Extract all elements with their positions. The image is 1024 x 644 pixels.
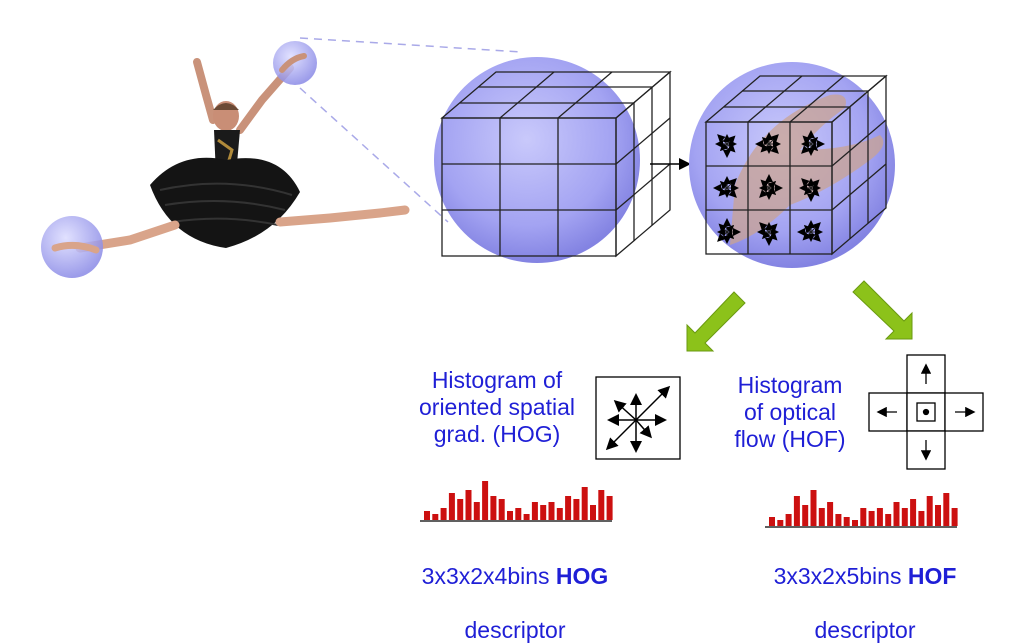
hog-descriptor-bold: HOG [555, 563, 609, 589]
hof-histogram-bar [785, 514, 792, 526]
gradient-star-ray [768, 143, 779, 154]
hof-flow-icon [868, 354, 984, 470]
hog-histogram-bar [498, 499, 505, 520]
gradient-star-ray [803, 186, 813, 196]
diagram-canvas [41, 37, 984, 528]
hof-histogram [769, 490, 958, 526]
hog-descriptor-line2: descriptor [464, 617, 566, 643]
gradient-star-ray [719, 180, 729, 190]
hof-histogram-bar [769, 517, 775, 526]
hog-histogram-bar [540, 505, 547, 520]
hog-histogram-bar [598, 490, 605, 520]
hof-histogram-bar [802, 505, 809, 526]
hof-histogram-bar [843, 517, 850, 526]
gradient-cube [689, 62, 895, 268]
hog-histogram-bar [465, 490, 472, 520]
hof-histogram-bar [852, 520, 858, 526]
space-time-cube [434, 57, 672, 263]
gradient-star-ray [759, 187, 770, 198]
hog-histogram-bar [448, 493, 455, 520]
hof-histogram-bar [926, 496, 933, 526]
gradient-star-ray [717, 134, 728, 145]
gradient-star-ray [725, 224, 735, 234]
hof-descriptor-prefix: 3x3x2x5bins [773, 563, 908, 589]
gradient-star-ray [801, 178, 812, 189]
hog-histogram-bar [606, 496, 613, 520]
hog-histogram-bar [556, 508, 563, 520]
gradient-star-ray [717, 231, 728, 242]
gradient-star-ray [759, 222, 770, 233]
hog-histogram-bar [531, 502, 538, 520]
gradient-star-ray [810, 222, 821, 233]
hog-histogram-bar [432, 514, 439, 520]
gradient-star-ray [726, 187, 737, 198]
hof-histogram-bar [918, 511, 925, 526]
hog-gradient-icon [595, 376, 681, 460]
hof-histogram-bar [943, 493, 950, 526]
hog-histogram-bar [457, 499, 464, 520]
zoom-lines [299, 37, 523, 223]
hof-histogram-bar [868, 511, 875, 526]
hog-label: Histogram of oriented spatial grad. (HOG… [419, 367, 575, 447]
hog-histogram-bar [590, 505, 596, 520]
hof-histogram-bar [885, 514, 892, 526]
gradient-star-ray [803, 224, 813, 234]
gradient-star-ray [801, 143, 812, 154]
hof-histogram-bar [810, 490, 817, 526]
hof-descriptor-bold: HOF [907, 563, 957, 589]
hof-histogram-bar [910, 499, 917, 526]
hof-histogram-bar [777, 520, 784, 526]
hof-histogram-bar [818, 508, 825, 526]
hog-histogram-bar [565, 496, 572, 520]
hog-descriptor: 3x3x2x4bins HOG descriptor [400, 536, 630, 644]
gradient-star-ray [810, 179, 820, 189]
gradient-star-cells [713, 130, 825, 246]
gradient-star-ray [719, 142, 729, 152]
hof-histogram-bar [793, 496, 800, 526]
gradient-star-ray [767, 180, 777, 190]
dancer-figure [75, 58, 410, 253]
gradient-star-ray [809, 136, 819, 146]
hog-histogram-bar [490, 496, 497, 520]
gradient-star-ray [768, 223, 778, 233]
gradient-star-ray [761, 136, 771, 146]
hof-histogram-bar [835, 514, 842, 526]
hog-histogram [424, 481, 613, 520]
hof-descriptor-line2: descriptor [814, 617, 916, 643]
gradient-star-ray [726, 135, 736, 145]
hof-histogram-bar [901, 508, 908, 526]
hof-histogram-bar [860, 508, 867, 526]
hog-histogram-bar [548, 502, 555, 520]
hof-label: Histogram of optical flow (HOF) [734, 372, 846, 452]
hog-histogram-bar [424, 511, 430, 520]
hog-histogram-bar [581, 487, 588, 520]
hof-histogram-bar [951, 508, 958, 526]
gradient-star-ray [761, 230, 771, 240]
hog-histogram-bar [515, 508, 522, 520]
green-down-arrow [686, 280, 913, 352]
hof-histogram-bar [827, 502, 834, 526]
hog-histogram-bar [507, 511, 513, 520]
gradient-star-ray [768, 134, 779, 145]
hog-descriptor-prefix: 3x3x2x4bins [421, 563, 556, 589]
hof-descriptor: 3x3x2x5bins HOF descriptor [750, 536, 980, 644]
hand-sphere [273, 41, 317, 85]
hof-histogram-bar [893, 502, 900, 526]
hog-histogram-bar [573, 499, 580, 520]
hof-histogram-bar [876, 508, 883, 526]
hog-histogram-bar [482, 481, 489, 520]
gradient-star-ray [810, 231, 821, 242]
hog-histogram-bar [523, 514, 530, 520]
gradient-star-ray [726, 178, 737, 189]
hog-histogram-bar [473, 502, 480, 520]
hof-histogram-bar [935, 505, 941, 526]
hog-histogram-bar [440, 508, 447, 520]
